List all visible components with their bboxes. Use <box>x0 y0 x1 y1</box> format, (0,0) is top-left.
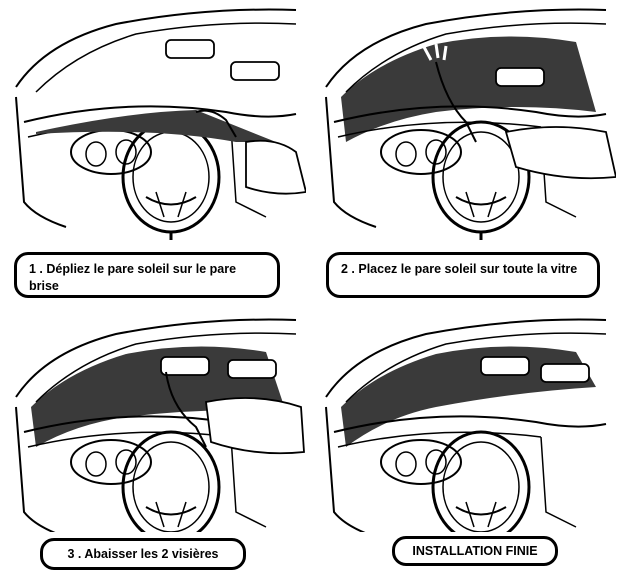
step-4-text: INSTALLATION FINIE <box>412 543 538 558</box>
step-4-caption: INSTALLATION FINIE <box>392 536 558 566</box>
step-3-text: 3 . Abaisser les 2 visières <box>67 546 219 561</box>
step-2-illustration <box>316 2 616 242</box>
step-1-illustration <box>6 2 306 242</box>
step-2-caption: 2 . Placez le pare soleil sur toute la v… <box>326 252 600 298</box>
step-1-caption: 1 . Dépliez le pare soleil sur le pare b… <box>14 252 280 298</box>
step-1-text: 1 . Dépliez le pare soleil sur le pare b… <box>29 262 237 293</box>
step-3-illustration <box>6 312 306 532</box>
step-4-illustration <box>316 312 616 532</box>
step-3-caption: 3 . Abaisser les 2 visières <box>40 538 246 570</box>
step-2-text: 2 . Placez le pare soleil sur toute la v… <box>341 262 578 276</box>
